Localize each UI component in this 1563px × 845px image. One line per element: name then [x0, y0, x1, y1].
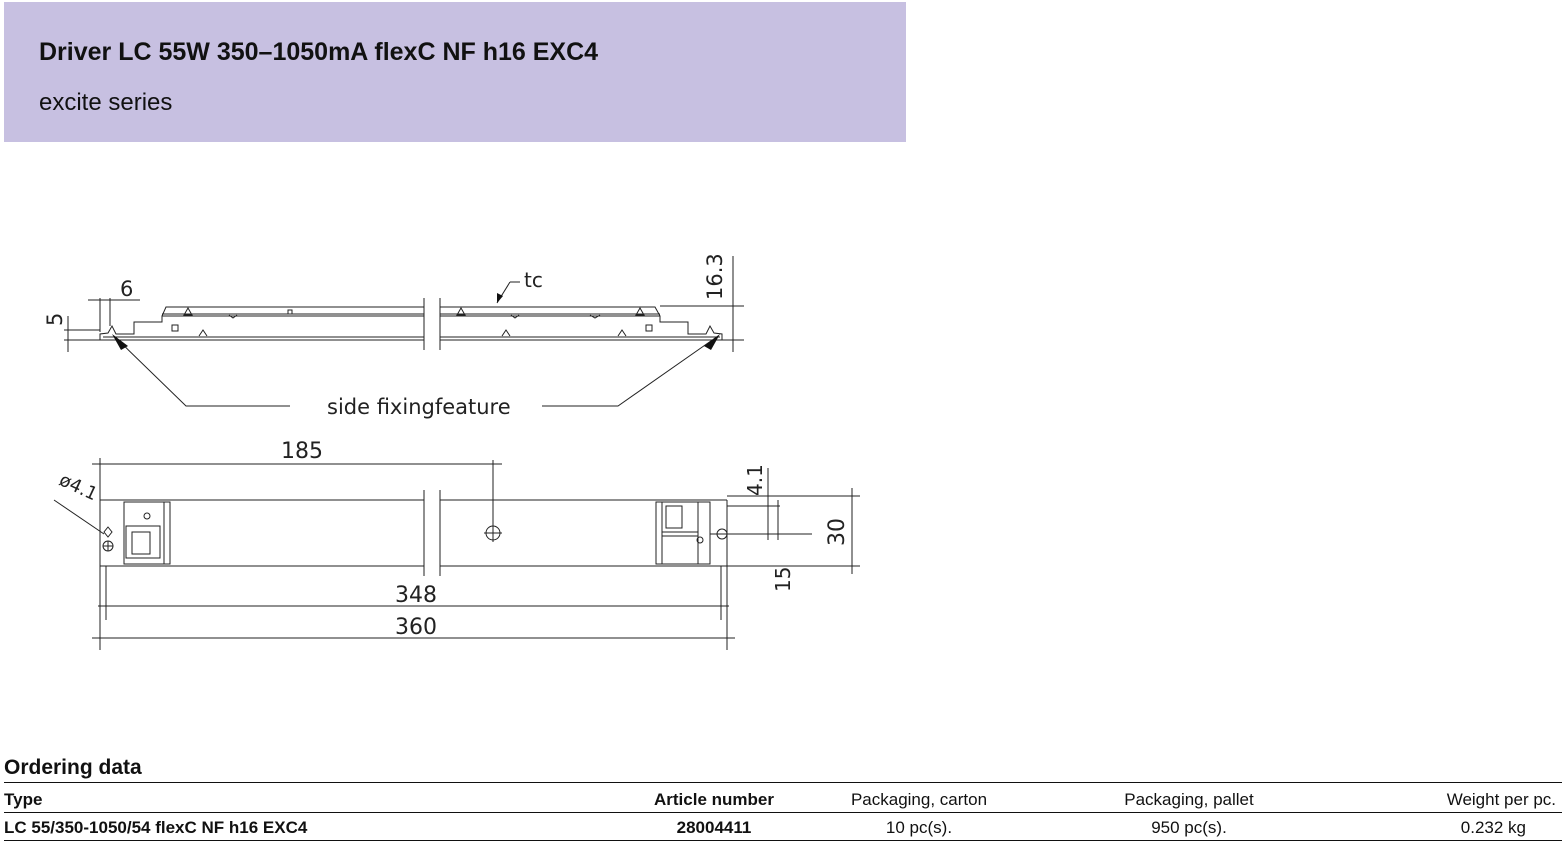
column-packaging-carton: Packaging, carton	[784, 783, 1054, 813]
dimension-6: 6	[120, 277, 133, 301]
product-header: Driver LC 55W 350–1050mA flexC NF h16 EX…	[4, 2, 906, 142]
dimension-diameter: ø4.1	[56, 469, 101, 505]
dimension-15: 15	[771, 567, 795, 592]
arrow-right-fixing	[704, 334, 720, 350]
cell-article-number: 28004411	[644, 812, 784, 841]
technical-drawing: 6 5 16.3 tc side fixingfeature 185 ø4.1 …	[43, 253, 860, 650]
dimension-185: 185	[281, 439, 323, 464]
top-view	[53, 458, 860, 650]
cell-type: LC 55/350-1050/54 flexC NF h16 EXC4	[4, 812, 644, 841]
side-fixing-label: side fixingfeature	[327, 395, 511, 419]
dimension-348: 348	[395, 583, 437, 608]
dimension-30: 30	[825, 518, 850, 546]
dimension-16-3: 16.3	[703, 253, 727, 300]
side-view	[64, 256, 744, 407]
table-header-row: Type Article number Packaging, carton Pa…	[4, 783, 1562, 813]
ordering-table: Type Article number Packaging, carton Pa…	[4, 783, 1562, 841]
ordering-data-title: Ordering data	[4, 756, 1562, 783]
product-title: Driver LC 55W 350–1050mA flexC NF h16 EX…	[39, 38, 599, 66]
column-weight: Weight per pc.	[1324, 783, 1562, 813]
table-row: LC 55/350-1050/54 flexC NF h16 EXC4 2800…	[4, 812, 1562, 841]
tc-label: tc	[524, 268, 543, 292]
column-type: Type	[4, 783, 644, 813]
dimension-360: 360	[395, 615, 437, 640]
dimension-5: 5	[43, 313, 67, 326]
cell-weight: 0.232 kg	[1324, 812, 1562, 841]
arrow-tc	[497, 293, 503, 303]
cell-packaging-pallet: 950 pc(s).	[1054, 812, 1324, 841]
ordering-data-section: Ordering data Type Article number Packag…	[4, 756, 1562, 841]
dimension-4-1: 4.1	[743, 464, 767, 496]
arrow-left-fixing	[112, 334, 128, 350]
cell-packaging-carton: 10 pc(s).	[784, 812, 1054, 841]
product-series: excite series	[39, 89, 173, 116]
column-article-number: Article number	[644, 783, 784, 813]
column-packaging-pallet: Packaging, pallet	[1054, 783, 1324, 813]
